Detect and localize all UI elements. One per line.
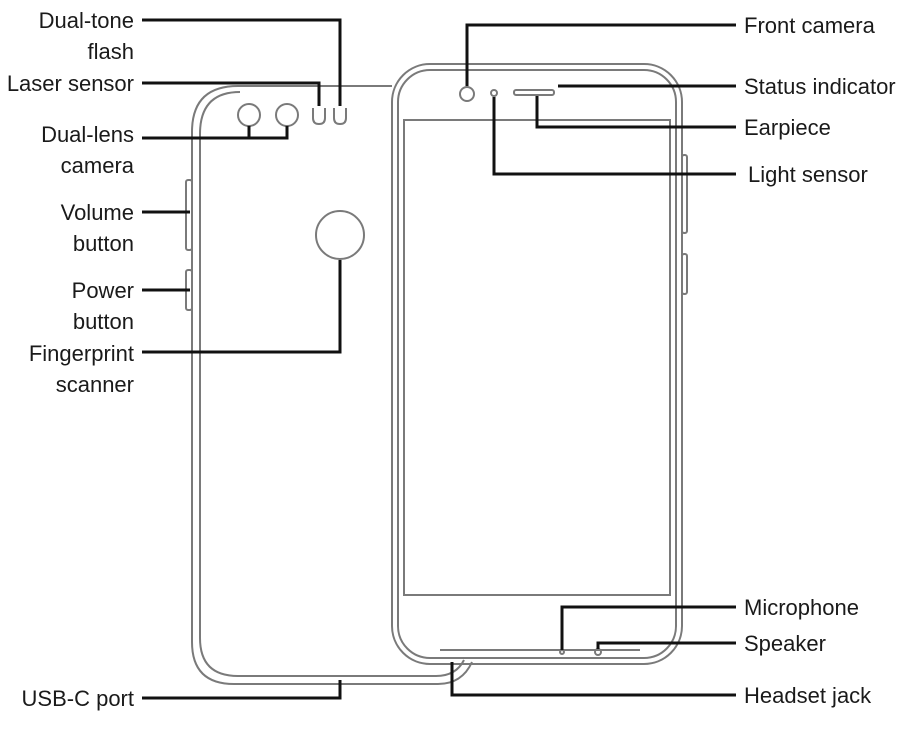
label-microphone: Microphone	[744, 595, 859, 620]
label-front-camera: Front camera	[744, 13, 876, 38]
rear-camera-lens-left	[237, 103, 261, 127]
label-volume-button-line2: button	[73, 231, 134, 256]
label-fingerprint-scanner-line2: scanner	[56, 372, 134, 397]
leader-speaker	[596, 641, 736, 649]
label-usb-c-port: USB-C port	[22, 686, 134, 711]
label-light-sensor: Light sensor	[748, 162, 868, 187]
leader-headset-jack	[450, 662, 736, 697]
front-phone	[391, 63, 688, 665]
speaker-hole	[594, 648, 602, 656]
label-dual-tone-flash-line1: Dual-tone	[39, 8, 134, 33]
rear-camera-lens-right	[275, 103, 299, 127]
leader-front-camera	[465, 23, 736, 86]
volume-button	[185, 179, 193, 251]
front-side-button-2	[681, 253, 688, 295]
label-headset-jack: Headset jack	[744, 683, 872, 708]
leader-light-sensor	[492, 97, 736, 176]
front-screen	[403, 119, 671, 596]
light-sensor-icon	[490, 89, 498, 97]
back-phone-body	[191, 85, 473, 685]
label-dual-tone-flash-line2: flash	[88, 39, 134, 64]
earpiece-slot	[513, 89, 555, 96]
front-camera-icon	[459, 86, 475, 102]
label-dual-lens-camera-line1: Dual-lens	[41, 122, 134, 147]
leader-lines	[142, 18, 736, 700]
back-phone	[185, 85, 473, 685]
flash-icon	[333, 108, 347, 126]
label-fingerprint-scanner-line1: Fingerprint	[29, 341, 134, 366]
front-side-button-1	[681, 154, 688, 234]
back-phone-inner-edge	[199, 91, 465, 677]
label-laser-sensor: Laser sensor	[7, 71, 134, 96]
leader-microphone	[560, 605, 736, 650]
microphone-hole	[559, 649, 565, 655]
leader-dual-lens-camera	[142, 126, 289, 140]
label-status-indicator: Status indicator	[744, 74, 896, 99]
leader-earpiece	[535, 96, 736, 129]
front-phone-inner-edge	[397, 69, 677, 659]
leader-laser-sensor	[142, 81, 321, 106]
fingerprint-scanner-ring	[315, 210, 365, 260]
front-phone-body	[391, 63, 683, 665]
left-labels: Dual-tone flash Laser sensor Dual-lens c…	[7, 8, 135, 711]
leader-usb-c-port	[142, 680, 342, 700]
laser-sensor-icon	[312, 108, 326, 126]
label-power-button-line1: Power	[72, 278, 134, 303]
leader-dual-tone-flash	[142, 18, 342, 106]
label-earpiece: Earpiece	[744, 115, 831, 140]
label-speaker: Speaker	[744, 631, 826, 656]
right-labels: Front camera Status indicator Earpiece L…	[744, 13, 896, 708]
label-dual-lens-camera-line2: camera	[61, 153, 135, 178]
label-power-button-line2: button	[73, 309, 134, 334]
leader-fingerprint-scanner	[142, 260, 342, 354]
label-volume-button-line1: Volume	[61, 200, 134, 225]
